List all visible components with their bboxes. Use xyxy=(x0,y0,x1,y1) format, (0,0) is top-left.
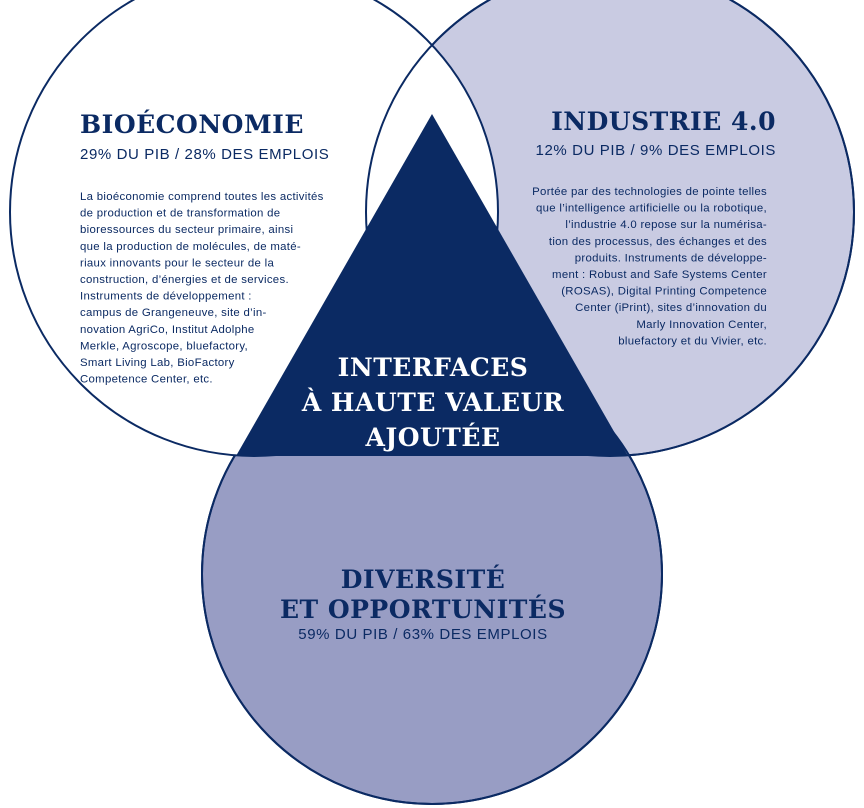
bioeconomie-stats: 29% DU PIB / 28% DES EMPLOIS xyxy=(80,146,329,163)
interfaces-heading-line: INTERFACES xyxy=(338,353,529,382)
bioeconomie-description-line: construction, d’énergies et de services. xyxy=(80,274,289,286)
bioeconomie-description-line: campus de Grangeneuve, site d’in- xyxy=(80,307,267,319)
bioeconomie-description: La bioéconomie comprend toutes les activ… xyxy=(80,191,324,386)
industrie-description: Portée par des technologies de pointe te… xyxy=(532,186,767,347)
interfaces-heading-line: À HAUTE VALEUR xyxy=(301,388,564,417)
interfaces-heading-line: AJOUTÉE xyxy=(364,423,500,452)
industrie-stats: 12% DU PIB / 9% DES EMPLOIS xyxy=(536,142,776,159)
industrie-description-line: tion des processus, des échanges et des xyxy=(549,236,767,248)
interfaces-heading: INTERFACES À HAUTE VALEUR AJOUTÉE xyxy=(301,353,564,452)
bioeconomie-description-line: bioressources du secteur primaire, ainsi xyxy=(80,224,293,236)
industrie-description-line: produits. Instruments de développe- xyxy=(575,252,767,264)
diversite-heading-line: ET OPPORTUNITÉS xyxy=(280,595,566,624)
diversite-stats: 59% DU PIB / 63% DES EMPLOIS xyxy=(298,626,547,643)
industrie-description-line: que l’intelligence artificielle ou la ro… xyxy=(536,203,767,215)
interfaces-triangle xyxy=(236,114,628,456)
bioeconomie-description-line: Instruments de développement : xyxy=(80,291,252,303)
industrie-description-line: (ROSAS), Digital Printing Competence xyxy=(561,286,767,298)
industrie-description-line: l’industrie 4.0 repose sur la numérisa- xyxy=(565,219,767,231)
bioeconomie-description-line: de production et de transformation de xyxy=(80,208,280,220)
bioeconomie-description-line: Competence Center, etc. xyxy=(80,374,213,386)
industrie-description-line: Center (iPrint), sites d’innovation du xyxy=(575,302,767,314)
bioeconomie-description-line: que la production de molécules, de maté- xyxy=(80,241,301,253)
industrie-description-line: bluefactory et du Vivier, etc. xyxy=(618,335,767,347)
bioeconomie-description-line: La bioéconomie comprend toutes les activ… xyxy=(80,191,324,203)
diversite-circle-outline xyxy=(201,456,663,805)
bioeconomie-description-line: riaux innovants pour le secteur de la xyxy=(80,257,274,269)
bioeconomie-description-line: Merkle, Agroscope, bluefactory, xyxy=(80,340,248,352)
industrie-description-line: Marly Innovation Center, xyxy=(636,319,767,331)
diversite-heading-line: DIVERSITÉ xyxy=(341,565,506,594)
industrie-title: INDUSTRIE 4.0 xyxy=(551,107,776,136)
bioeconomie-description-line: novation AgriCo, Institut Adolphe xyxy=(80,324,255,336)
industrie-description-line: ment : Robust and Safe Systems Center xyxy=(552,269,767,281)
industrie-description-line: Portée par des technologies de pointe te… xyxy=(532,186,767,198)
bioeconomie-description-line: Smart Living Lab, BioFactory xyxy=(80,357,235,369)
bioeconomie-title: BIOÉCONOMIE xyxy=(80,110,304,139)
